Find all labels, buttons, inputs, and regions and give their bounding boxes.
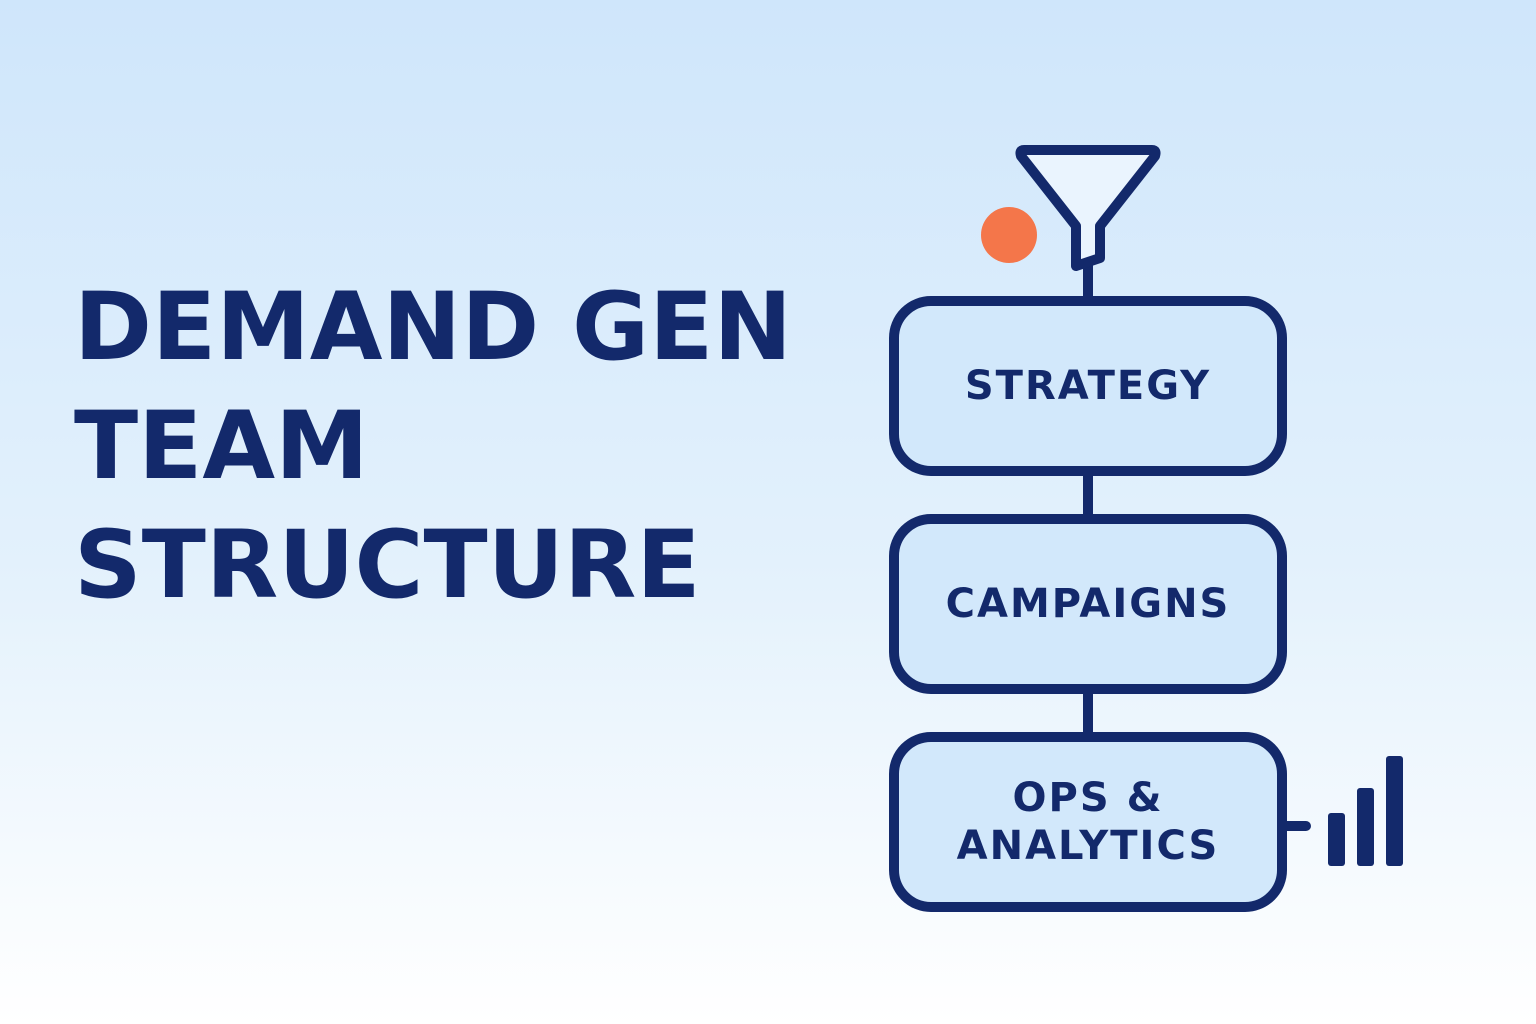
title-line-1: DEMAND GEN	[74, 273, 792, 382]
campaigns-box: CAMPAIGNS	[889, 514, 1287, 694]
title-line-3: STRUCTURE	[74, 511, 701, 620]
page-title: DEMAND GEN TEAM STRUCTURE	[74, 268, 834, 625]
bar-chart-bar-1	[1328, 813, 1345, 866]
orange-dot	[981, 207, 1037, 263]
ops-analytics-label: OPS & ANALYTICS	[956, 775, 1220, 869]
title-line-2: TEAM	[74, 392, 369, 501]
funnel-icon	[1015, 145, 1161, 271]
bar-chart-bar-3	[1386, 756, 1403, 866]
strategy-box: STRATEGY	[889, 296, 1287, 476]
bar-chart-bar-2	[1357, 788, 1374, 866]
bar-chart-icon	[1328, 756, 1403, 866]
strategy-label: STRATEGY	[964, 363, 1212, 409]
ops-analytics-box: OPS & ANALYTICS	[889, 732, 1287, 912]
campaigns-label: CAMPAIGNS	[945, 581, 1231, 627]
